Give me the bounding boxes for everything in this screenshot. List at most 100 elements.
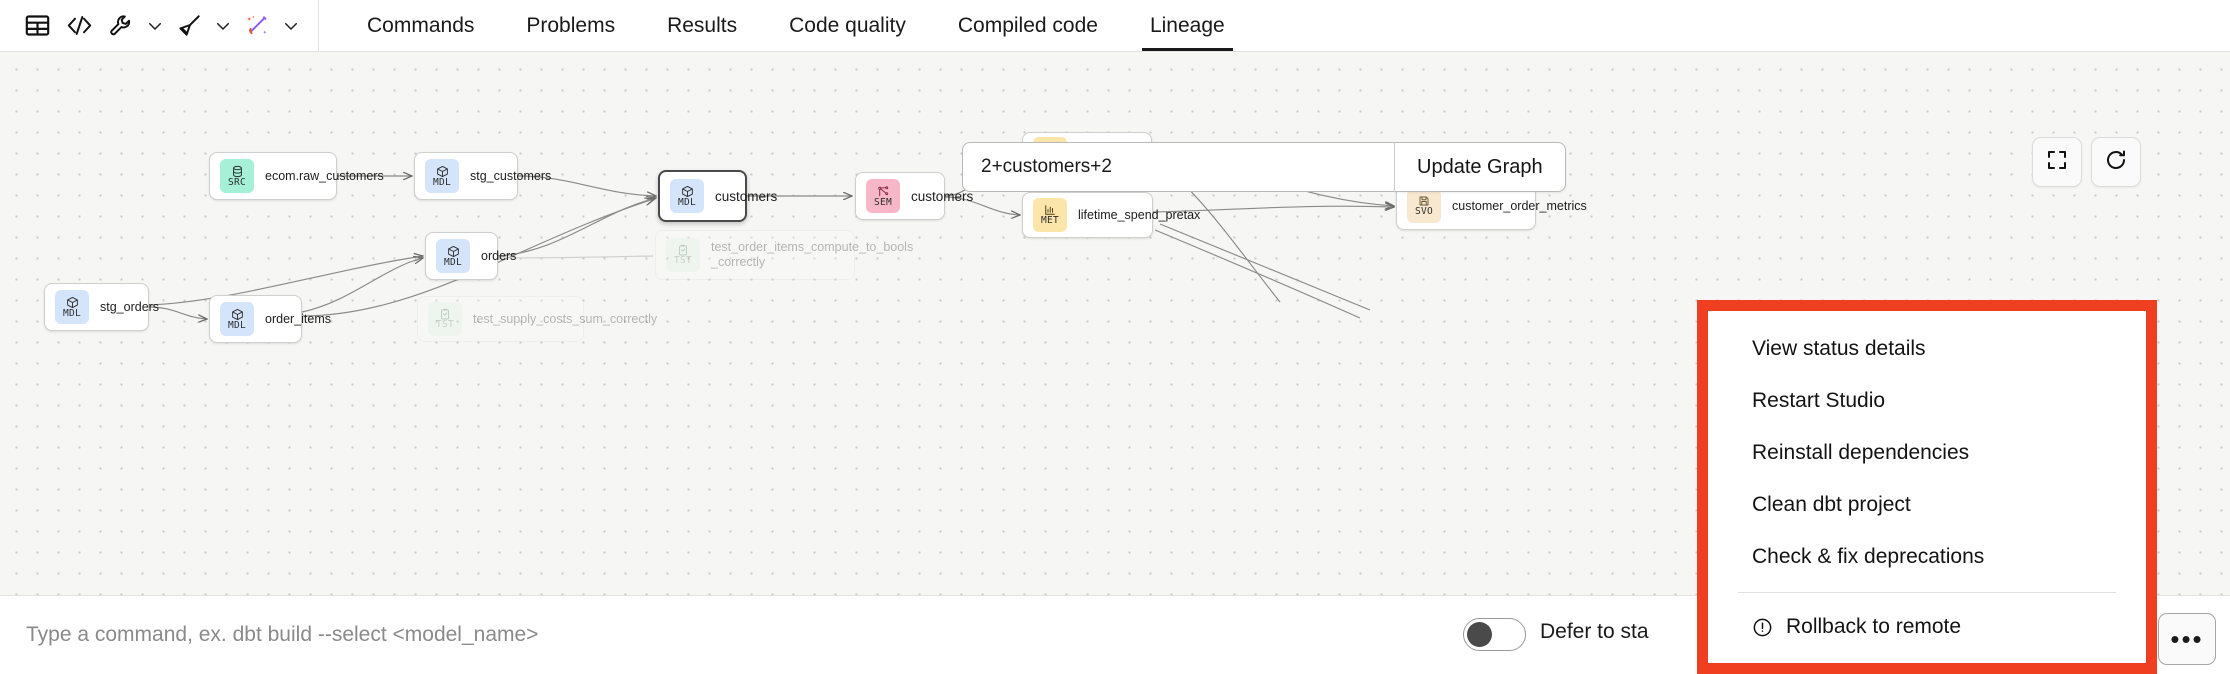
update-graph-button[interactable]: Update Graph <box>1394 142 1566 192</box>
lineage-node-customers-model[interactable]: MDL customers <box>658 170 777 222</box>
lineage-node-stg-orders[interactable]: MDL stg_orders <box>44 283 159 331</box>
graph-search-value: 2+customers+2 <box>981 156 1112 177</box>
menu-item-check-fix-deprecations[interactable]: Check & fix deprecations <box>1708 531 2146 583</box>
tst-badge-icon: TST <box>666 238 700 272</box>
lineage-node-lifetime-spend-pretax[interactable]: MET lifetime_spend_pretax <box>1022 192 1200 238</box>
chevron-down-icon-wand[interactable] <box>278 0 304 52</box>
command-input[interactable]: Type a command, ex. dbt build --select <… <box>14 606 1414 664</box>
defer-label: Defer to sta <box>1540 620 1649 643</box>
badge-kind-label: MDL <box>677 196 697 208</box>
tst-badge-icon: TST <box>428 302 462 336</box>
defer-toggle[interactable] <box>1463 618 1526 651</box>
menu-item-view-status-details[interactable]: View status details <box>1708 323 2146 375</box>
lineage-node-test-supply-costs[interactable]: TST test_supply_costs_sum_correctly <box>417 296 657 342</box>
menu-item-restart-studio[interactable]: Restart Studio <box>1708 375 2146 427</box>
magic-wand-icon[interactable] <box>236 0 278 52</box>
lineage-node-test-order-items-compute[interactable]: TST test_order_items_compute_to_bools _c… <box>655 230 913 280</box>
bar-chart-icon <box>1044 204 1056 216</box>
refresh-button[interactable] <box>2091 137 2141 187</box>
badge-kind-label: SEM <box>873 196 893 208</box>
badge-kind-label: MDL <box>227 319 247 331</box>
tab-label: Problems <box>526 13 616 37</box>
chevron-down-icon-broom[interactable] <box>210 0 236 52</box>
save-icon <box>1418 195 1430 207</box>
badge-kind-label: MDL <box>443 256 463 268</box>
node-label: test_supply_costs_sum_correctly <box>473 311 658 326</box>
tab-label: Code quality <box>789 13 906 37</box>
mdl-badge-icon: MDL <box>425 159 459 193</box>
mdl-badge-icon: MDL <box>55 290 89 324</box>
svo-badge-icon: SVO <box>1407 189 1441 223</box>
tab-commands[interactable]: Commands <box>341 0 500 51</box>
tab-lineage[interactable]: Lineage <box>1124 0 1251 51</box>
mdl-badge-icon: MDL <box>436 239 470 273</box>
node-label: stg_customers <box>470 168 552 183</box>
more-options-label: ••• <box>2170 623 2204 654</box>
menu-item-label: View status details <box>1752 337 1926 360</box>
fullscreen-icon <box>2045 148 2069 177</box>
alert-circle-icon <box>1752 617 1773 638</box>
tab-label: Results <box>667 13 738 37</box>
graph-search-input[interactable]: 2+customers+2 <box>962 142 1394 192</box>
table-view-icon[interactable] <box>16 0 58 52</box>
tab-compiled-code[interactable]: Compiled code <box>932 0 1124 51</box>
badge-kind-label: SRC <box>227 176 247 188</box>
tab-problems[interactable]: Problems <box>500 0 641 51</box>
command-placeholder: Type a command, ex. dbt build --select <… <box>26 623 539 646</box>
menu-item-label: Check & fix deprecations <box>1752 545 1985 568</box>
tab-results[interactable]: Results <box>641 0 763 51</box>
semantic-graph-icon <box>877 185 890 198</box>
menu-item-reinstall-dependencies[interactable]: Reinstall dependencies <box>1708 427 2146 479</box>
mdl-badge-icon: MDL <box>670 179 704 213</box>
context-menu: View status details Restart Studio Reins… <box>1708 311 2146 674</box>
fullscreen-button[interactable] <box>2032 137 2082 187</box>
lineage-node-orders[interactable]: MDL orders <box>425 232 516 280</box>
badge-kind-label: SVO <box>1414 206 1434 217</box>
node-label: test_order_items_compute_to_bools _corre… <box>711 240 914 269</box>
clipboard-check-icon <box>439 308 451 320</box>
node-label: ecom.raw_customers <box>265 168 384 183</box>
tab-bar: Commands Problems Results Code quality C… <box>319 0 1251 51</box>
menu-item-label: Clean dbt project <box>1752 493 1911 516</box>
chevron-down-icon-wrench[interactable] <box>142 0 168 52</box>
cube-icon <box>447 245 460 258</box>
cube-icon <box>436 165 449 178</box>
cube-icon <box>66 296 79 309</box>
badge-kind-label: TST <box>435 319 455 330</box>
refresh-icon <box>2104 148 2128 177</box>
menu-item-label: Restart Studio <box>1752 389 1886 412</box>
badge-kind-label: TST <box>673 255 693 266</box>
badge-kind-label: MET <box>1040 215 1060 226</box>
clipboard-check-icon <box>677 244 689 256</box>
menu-item-label: Reinstall dependencies <box>1752 441 1970 464</box>
more-options-button[interactable]: ••• <box>2158 613 2216 665</box>
toggle-knob <box>1467 622 1492 647</box>
sem-badge-icon: SEM <box>866 179 900 213</box>
menu-item-clean-dbt-project[interactable]: Clean dbt project <box>1708 479 2146 531</box>
tool-button-group <box>0 0 319 51</box>
code-view-icon[interactable] <box>58 0 100 52</box>
update-graph-label: Update Graph <box>1417 155 1543 178</box>
node-label: orders <box>481 248 517 263</box>
lineage-node-customers-semantic[interactable]: SEM customers <box>855 172 973 220</box>
mdl-badge-icon: MDL <box>220 302 254 336</box>
menu-item-rollback-to-remote[interactable]: Rollback to remote <box>1708 601 2146 653</box>
menu-item-label: Rollback to remote <box>1786 615 1962 638</box>
cube-icon <box>231 308 244 321</box>
tab-label: Compiled code <box>957 13 1098 37</box>
lineage-node-stg-customers[interactable]: MDL stg_customers <box>414 152 551 200</box>
node-label: stg_orders <box>100 299 160 314</box>
cube-icon <box>681 185 694 198</box>
wrench-icon[interactable] <box>100 0 142 52</box>
tab-code-quality[interactable]: Code quality <box>763 0 932 51</box>
node-label: customers <box>911 188 974 204</box>
broom-icon[interactable] <box>168 0 210 52</box>
node-label: lifetime_spend_pretax <box>1078 207 1201 222</box>
lineage-node-order-items[interactable]: MDL order_items <box>209 295 331 343</box>
node-label: customers <box>715 188 778 204</box>
tab-label: Commands <box>367 13 475 37</box>
met-badge-icon: MET <box>1033 198 1067 232</box>
lineage-node-ecom-raw-customers[interactable]: SRC ecom.raw_customers <box>209 152 384 200</box>
top-toolbar: Commands Problems Results Code quality C… <box>0 0 2230 52</box>
